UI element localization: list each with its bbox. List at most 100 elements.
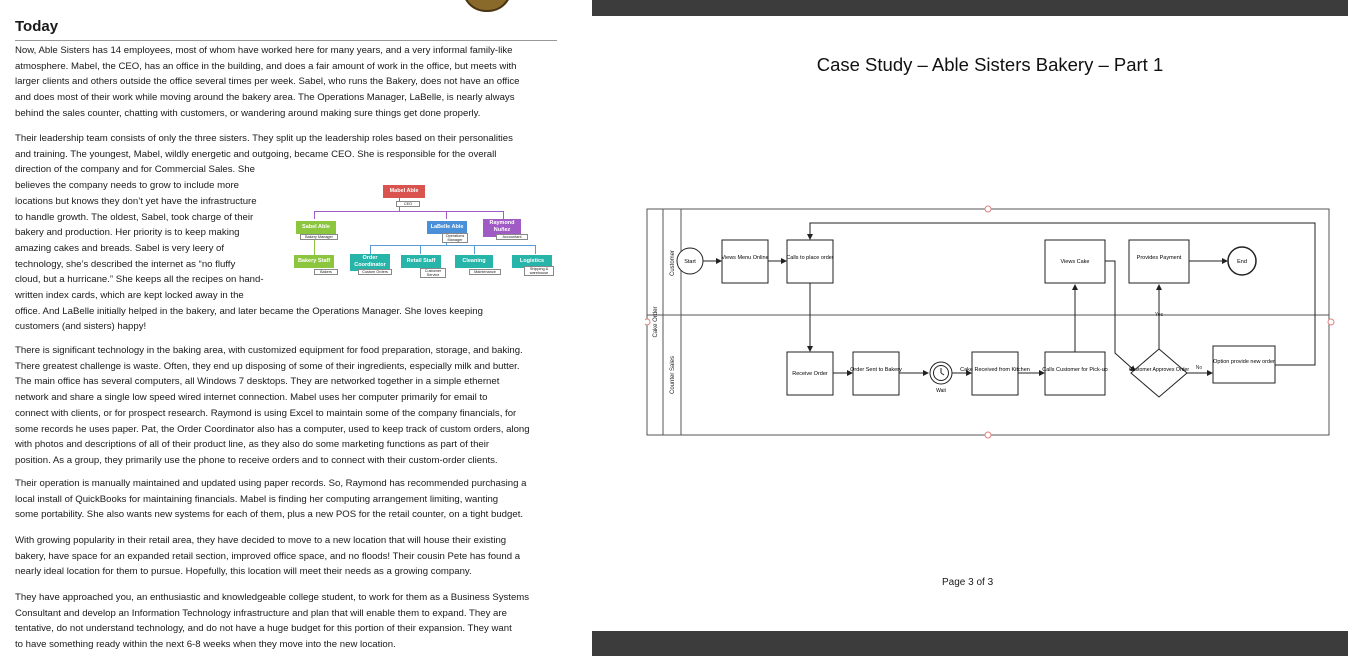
paragraph-staff: Now, Able Sisters has 14 employees, most…: [15, 43, 520, 122]
text-line: connect with clients, or for prospect re…: [15, 407, 517, 419]
org-node-logistics: Logistics: [512, 255, 552, 268]
org-role-order-coordinator: Custom Orders: [358, 269, 392, 275]
text-line: There greatest challenge is waste. Often…: [15, 360, 520, 372]
task-views-menu-label: Views Menu Online: [721, 255, 768, 261]
org-role-bakery-staff: Bakers: [314, 269, 338, 275]
end-event: [1227, 246, 1257, 276]
text-line: believes the company needs to grow to in…: [15, 180, 239, 192]
resize-handle: [984, 205, 992, 213]
text-line: to have something ready within the next …: [15, 639, 396, 651]
gateway-customer-approves: [1130, 348, 1188, 398]
pool-label: Cake Order: [653, 306, 659, 337]
text-line: position. As a group, they primarily use…: [15, 454, 498, 466]
text-line: to handle growth. The oldest, Sabel, too…: [15, 211, 254, 223]
text-line: larger clients and others outside the of…: [15, 76, 520, 88]
text-line: some portability. She also wants new sys…: [15, 509, 524, 521]
task-order-sent-label: Order Sent to Bakery: [850, 367, 902, 373]
text-line: Now, Able Sisters has 14 employees, most…: [15, 45, 513, 56]
task-views-cake-label: Views Cake: [1061, 259, 1090, 265]
paragraph-growth: With growing popularity in their retail …: [15, 533, 520, 580]
task-label-line: Views Menu Online: [721, 255, 768, 261]
task-option-new-order: [1212, 345, 1276, 384]
org-node-accountant: Raymond Nuñez: [483, 219, 521, 237]
task-calls-customer: [1044, 351, 1106, 396]
org-node-order-coordinator: Order Coordinator: [350, 254, 390, 271]
text-line: with photos and descriptions of all of t…: [15, 439, 490, 451]
org-node-cleaning: Cleaning: [455, 255, 493, 268]
task-receive-order: [786, 351, 834, 396]
task-calls-customer-label: Calls Customer for Pick-up: [1042, 367, 1107, 373]
text-line: direction of the company and for Commerc…: [15, 164, 255, 176]
loop-back-arrow: [807, 222, 1316, 366]
text-line: tentative, do not understand technology,…: [15, 623, 512, 635]
org-connector: [446, 211, 447, 219]
gateway-label: Customer Approves Order: [1129, 367, 1190, 373]
company-seal: [462, 0, 512, 12]
task-views-menu: [721, 239, 769, 284]
paragraph-leadership: Their leadership team consists of only t…: [15, 131, 513, 335]
page-number: Page 3 of 3: [942, 577, 994, 588]
org-connector: [314, 233, 315, 255]
org-role-ceo: CEO: [396, 201, 420, 207]
text-line: bakery and production. Her priority is t…: [15, 227, 240, 239]
text-line: With growing popularity in their retail …: [15, 535, 507, 546]
clock-hand: [940, 372, 945, 376]
org-node-bakery-manager: Sabel Able: [296, 221, 336, 234]
document-right-page: Case Study – Able Sisters Bakery – Part …: [592, 0, 1348, 656]
text-line: local install of QuickBooks for maintain…: [15, 493, 499, 505]
text-line: There is significant technology in the b…: [15, 345, 523, 356]
org-connector: [420, 245, 421, 254]
end-label: End: [1237, 259, 1247, 265]
text-line: and training. The youngest, Mabel, wildl…: [15, 148, 497, 160]
task-provides-payment-label: Provides Payment: [1137, 255, 1182, 261]
text-line: behind the sales counter, chatting with …: [15, 107, 481, 119]
text-line: Their operation is manually maintained a…: [15, 478, 527, 489]
text-line: office. And LaBelle initially helped in …: [15, 305, 483, 317]
org-node-retail-staff: Retail Staff: [401, 255, 441, 268]
task-views-cake: [1044, 239, 1106, 284]
paragraph-operations: Their operation is manually maintained a…: [15, 476, 526, 523]
org-role-bakery-manager: Bakery Manager: [300, 234, 338, 240]
text-line: Consultant and develop an Information Te…: [15, 607, 507, 619]
lane-label-customer: Customer: [670, 250, 676, 276]
text-line: some records he uses paper. Pat, the Ord…: [15, 423, 530, 435]
org-node-bakery-staff: Bakery Staff: [294, 255, 334, 268]
process-flowchart: Cake Order Customer Counter Sales Start …: [645, 205, 1335, 439]
yes-label: Yes: [1155, 312, 1164, 318]
flow-arrow: [1105, 260, 1136, 372]
org-connector: [370, 245, 371, 254]
text-line: amazing cakes and breads. Sabel is very …: [15, 242, 225, 254]
resize-handle: [1327, 318, 1335, 326]
org-role-ops-manager: Operations Manager: [442, 233, 468, 243]
org-node-ops-manager: LaBelle Able: [427, 221, 467, 234]
task-receive-order-label: Receive Order: [792, 371, 828, 377]
text-line: locations but knows they don’t yet have …: [15, 195, 257, 207]
task-calls-to-place: [786, 239, 834, 284]
resize-handle: [645, 318, 651, 326]
text-line: They have approached you, an enthusiasti…: [15, 592, 530, 603]
section-heading: Today: [15, 18, 59, 35]
heading-rule: [15, 40, 557, 41]
org-role-logistics: Shipping & warehouse: [524, 266, 554, 276]
text-line: customers (and sisters) happy!: [15, 321, 147, 333]
resize-handle: [984, 431, 992, 439]
org-connector: [503, 211, 504, 219]
paragraph-consultant: They have approached you, an enthusiasti…: [15, 590, 529, 653]
lane-label-counter-sales: Counter Sales: [670, 356, 676, 394]
org-connector: [474, 245, 475, 254]
task-cake-received: [971, 351, 1019, 396]
org-connector: [314, 211, 504, 212]
text-line: atmosphere. Mabel, the CEO, has an offic…: [15, 60, 517, 72]
text-line: technology, she’s described the internet…: [15, 258, 236, 270]
task-calls-to-place-label: Calls to place order: [786, 255, 834, 261]
task-option-new-order-label: Option provide new order: [1213, 359, 1275, 365]
paragraph-technology: There is significant technology in the b…: [15, 343, 530, 469]
text-line: The main office has several computers, a…: [15, 376, 500, 388]
text-line: network and share a single low speed wir…: [15, 392, 488, 404]
org-role-retail-staff: Customer Service: [420, 268, 446, 278]
start-label: Start: [684, 259, 696, 265]
text-line: and does most of their work while moving…: [15, 92, 515, 104]
text-line: nearly ideal location for them to pursue…: [15, 566, 472, 578]
document-left-page: Today Now, Able Sisters has 14 employees…: [0, 0, 592, 656]
wait-label: Wait: [936, 388, 946, 394]
